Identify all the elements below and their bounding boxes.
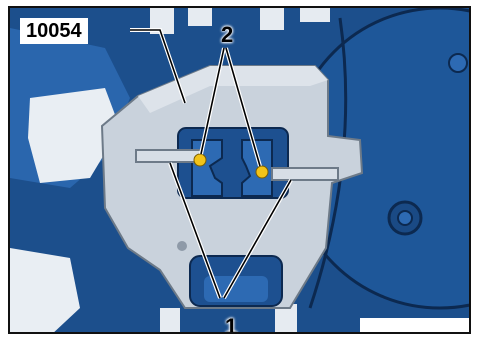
small-bolt — [448, 53, 468, 73]
tool-top-face — [138, 66, 328, 113]
locking-pin-right — [255, 165, 269, 179]
callout-2-label: 2 — [221, 22, 234, 47]
bottom-gear-teeth — [160, 304, 297, 332]
locking-bar-right — [271, 167, 339, 181]
top-gear-teeth — [150, 8, 330, 34]
left-gap-highlight — [28, 88, 120, 183]
bottom-right-blank — [360, 318, 469, 332]
illustration-frame: 10054 2 1 — [8, 6, 471, 334]
callout-1-label: 1 — [225, 314, 238, 334]
tool-number-label: 10054 — [20, 18, 88, 44]
locking-pin-left — [193, 153, 207, 167]
lower-left-gap — [10, 248, 80, 332]
leader-lines — [130, 29, 292, 299]
right-sprocket — [290, 8, 469, 308]
locking-bar-left — [135, 149, 203, 163]
camshaft-locking-tool-illustration — [10, 8, 469, 332]
tool-hole — [177, 241, 187, 251]
